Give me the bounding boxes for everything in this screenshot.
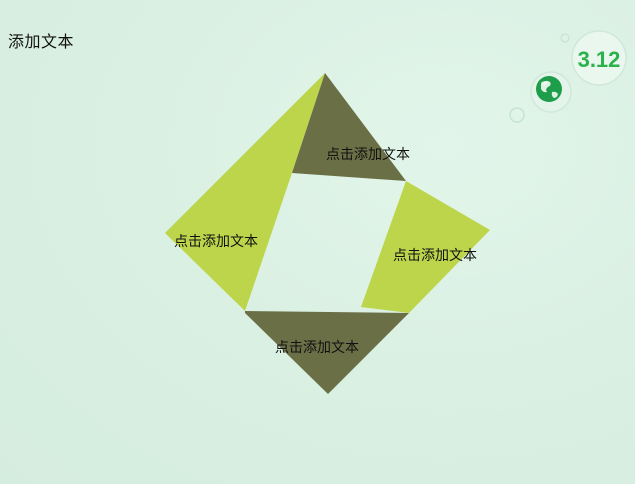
globe-icon: [530, 71, 572, 113]
bubble-decoration: [509, 107, 525, 123]
bubble-decoration: [560, 33, 570, 43]
segment-top-shape[interactable]: [292, 73, 406, 181]
segment-top-label[interactable]: 点击添加文本: [326, 147, 410, 163]
badge-bubble: [571, 30, 627, 86]
segment-left-shape[interactable]: [165, 73, 325, 311]
segment-bottom-label[interactable]: 点击添加文本: [275, 340, 359, 356]
date-label: 3.12: [578, 47, 621, 72]
segment-right-label[interactable]: 点击添加文本: [393, 248, 477, 264]
date-badge: 3.12: [571, 30, 627, 86]
slide-title[interactable]: 添加文本: [8, 32, 75, 51]
segment-bottom-shape[interactable]: [245, 311, 409, 394]
segment-right-shape[interactable]: [361, 181, 490, 313]
segment-left-label[interactable]: 点击添加文本: [174, 234, 258, 250]
